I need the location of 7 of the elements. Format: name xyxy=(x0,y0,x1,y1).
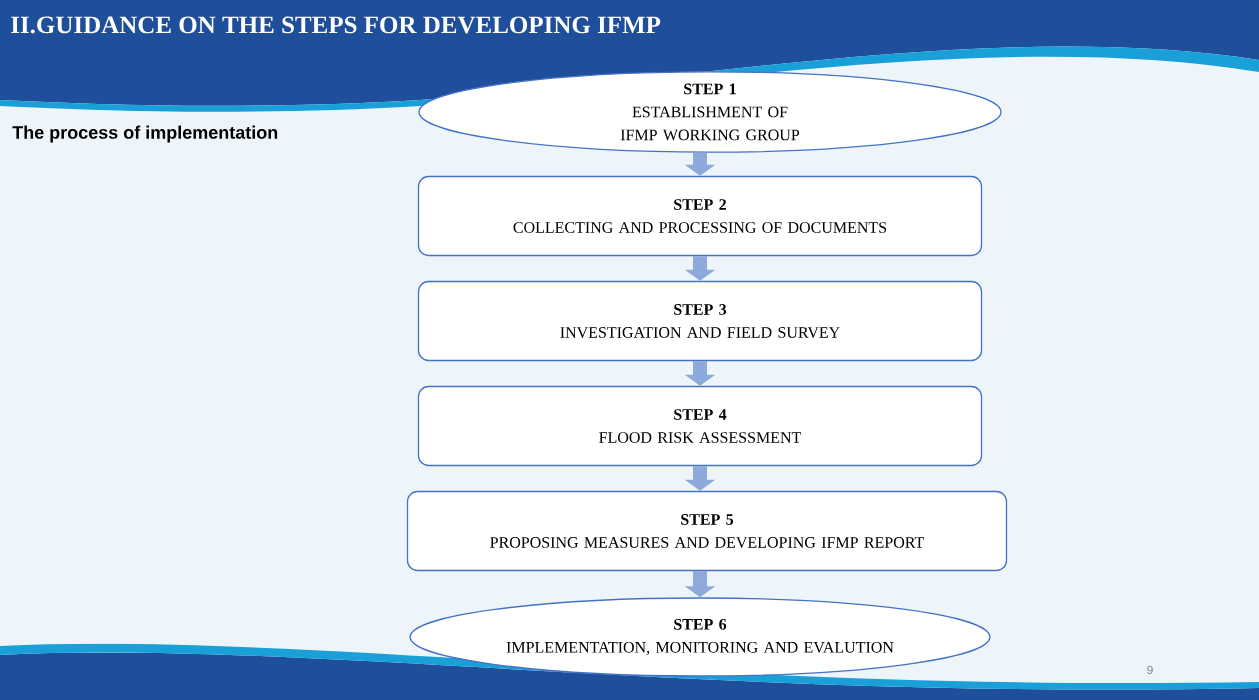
step-box: STEP 5 PROPOSING MEASURES AND DEVELOPING IFMP REPORT xyxy=(406,490,1008,572)
subtitle: The process of implementation xyxy=(12,125,278,143)
step-box: STEP 4 FLOOD RISK ASSESSMENT xyxy=(417,385,983,467)
title: II.GUIDANCE ON THE STEPS FOR DEVELOPING IFMP xyxy=(11,16,661,34)
step-box: STEP 3 INVESTIGATION AND FIELD SURVEY xyxy=(417,280,983,362)
page-number: 9 xyxy=(1147,665,1153,675)
step-box: STEP 2 COLLECTING AND PROCESSING OF DOCUMENTS xyxy=(417,175,983,257)
